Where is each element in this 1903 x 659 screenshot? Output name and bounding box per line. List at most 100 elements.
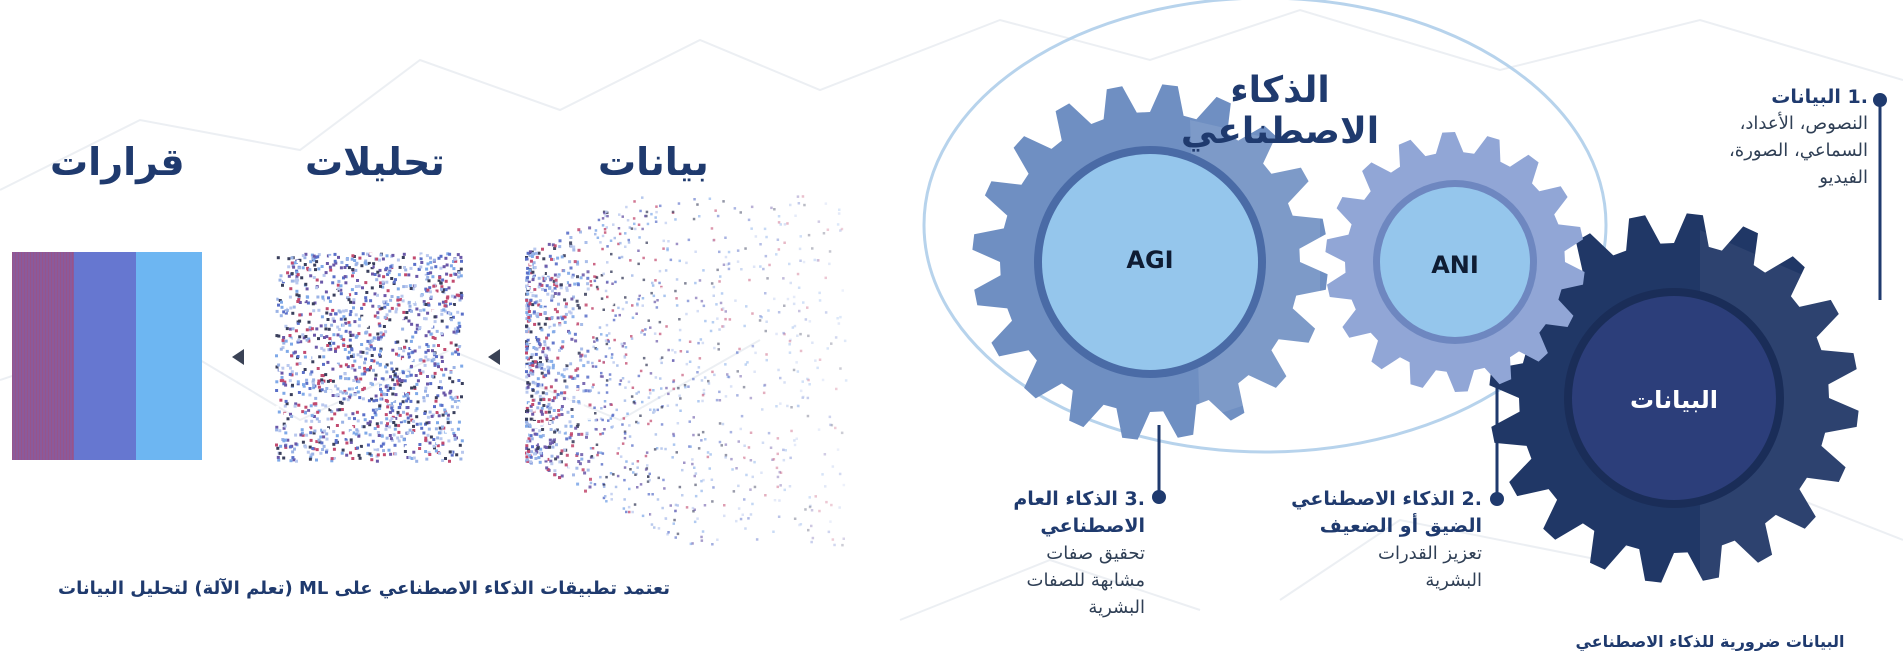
mosaic-pixel bbox=[737, 484, 740, 488]
mosaic-pixel bbox=[621, 215, 624, 218]
gear-data bbox=[1489, 213, 1860, 583]
mosaic-pixel bbox=[735, 519, 738, 523]
mosaic-pixel bbox=[286, 271, 290, 275]
mosaic-pixel bbox=[327, 348, 331, 352]
mosaic-pixel bbox=[282, 382, 286, 386]
mosaic-pixel bbox=[573, 332, 577, 336]
mosaic-pixel bbox=[667, 240, 670, 243]
mosaic-pixel bbox=[351, 333, 355, 337]
mosaic-pixel bbox=[428, 410, 432, 414]
mosaic-pixel bbox=[362, 261, 366, 265]
mosaic-pixel bbox=[322, 348, 326, 352]
mosaic-pixel bbox=[331, 367, 335, 371]
mosaic-pixel bbox=[371, 416, 375, 420]
mosaic-pixel bbox=[434, 396, 438, 400]
mosaic-pixel bbox=[551, 289, 554, 293]
mosaic-pixel bbox=[654, 258, 657, 262]
mosaic-pixel bbox=[601, 375, 604, 378]
mosaic-pixel bbox=[419, 309, 422, 313]
mosaic-pixel bbox=[754, 235, 758, 238]
mosaic-pixel bbox=[357, 324, 361, 328]
mosaic-pixel bbox=[291, 450, 295, 454]
mosaic-pixel bbox=[312, 254, 316, 258]
mosaic-pixel bbox=[687, 385, 690, 388]
mosaic-pixel bbox=[407, 352, 411, 356]
mosaic-pixel bbox=[605, 475, 608, 479]
mosaic-pixel bbox=[444, 300, 448, 303]
mosaic-pixel bbox=[452, 330, 456, 334]
mosaic-pixel bbox=[368, 423, 372, 427]
mosaic-pixel bbox=[335, 459, 339, 463]
mosaic-pixel bbox=[393, 375, 397, 379]
mosaic-pixel bbox=[535, 300, 539, 304]
mosaic-pixel bbox=[349, 334, 353, 337]
mosaic-pixel bbox=[544, 457, 548, 461]
mosaic-pixel bbox=[275, 443, 278, 447]
mosaic-pixel bbox=[441, 423, 445, 427]
mosaic-pixel bbox=[531, 294, 535, 298]
mosaic-pixel bbox=[402, 410, 405, 414]
mosaic-pixel bbox=[537, 251, 541, 255]
mosaic-pixel bbox=[729, 197, 732, 200]
mosaic-pixel bbox=[605, 391, 609, 394]
mosaic-pixel bbox=[600, 333, 603, 336]
mosaic-pixel bbox=[404, 316, 408, 320]
mosaic-pixel bbox=[824, 485, 827, 488]
mosaic-pixel bbox=[744, 363, 747, 366]
mosaic-pixel bbox=[399, 283, 403, 287]
mosaic-pixel bbox=[650, 523, 654, 526]
mosaic-pixel bbox=[840, 227, 844, 231]
mosaic-pixel bbox=[632, 315, 636, 318]
mosaic-pixel bbox=[380, 385, 384, 389]
mosaic-pixel bbox=[275, 334, 279, 338]
mosaic-pixel bbox=[439, 418, 443, 421]
mosaic-pixel bbox=[582, 389, 586, 393]
mosaic-pixel bbox=[377, 322, 381, 326]
mosaic-pixel bbox=[537, 401, 541, 405]
mosaic-pixel bbox=[638, 203, 641, 206]
mosaic-pixel bbox=[525, 420, 528, 424]
mosaic-pixel bbox=[550, 454, 554, 458]
mosaic-pixel bbox=[531, 372, 535, 376]
mosaic-pixel bbox=[571, 440, 575, 444]
mosaic-pixel bbox=[576, 322, 580, 326]
mosaic-pixel bbox=[543, 288, 547, 292]
mosaic-pixel bbox=[344, 438, 348, 441]
mosaic-pixel bbox=[457, 294, 461, 298]
mosaic-pixel bbox=[692, 377, 695, 381]
mosaic-pixel bbox=[294, 433, 298, 437]
gear-agi-hub bbox=[1042, 154, 1258, 370]
mosaic-pixel bbox=[325, 448, 329, 452]
mosaic-pixel bbox=[539, 326, 543, 330]
mosaic-pixel bbox=[350, 288, 354, 292]
mosaic-pixel bbox=[426, 394, 429, 398]
mosaic-pixel bbox=[295, 277, 298, 281]
mosaic-pixel bbox=[280, 305, 284, 309]
mosaic-pixel bbox=[288, 334, 292, 337]
mosaic-pixel bbox=[624, 296, 627, 299]
mosaic-pixel bbox=[321, 295, 325, 299]
mosaic-pixel bbox=[432, 357, 436, 361]
mosaic-pixel bbox=[602, 496, 606, 500]
mosaic-pixel bbox=[599, 475, 602, 479]
mosaic-pixel bbox=[715, 303, 718, 306]
mosaic-pixel bbox=[427, 451, 431, 455]
mosaic-pixel bbox=[672, 379, 676, 382]
mosaic-pixel bbox=[298, 319, 302, 323]
mosaic-pixel bbox=[708, 206, 712, 210]
mosaic-pixel bbox=[550, 420, 554, 424]
mosaic-pixel bbox=[417, 313, 421, 317]
mosaic-pixel bbox=[324, 373, 328, 377]
mosaic-pixel bbox=[802, 301, 805, 304]
mosaic-pixel bbox=[564, 289, 567, 293]
mosaic-pixel bbox=[719, 275, 722, 278]
mosaic-pixel bbox=[570, 415, 574, 418]
mosaic-pixel bbox=[347, 377, 351, 381]
mosaic-pixel bbox=[802, 260, 806, 264]
mosaic-pixel bbox=[401, 392, 405, 396]
mosaic-pixel bbox=[614, 314, 617, 317]
mosaic-pixel bbox=[290, 272, 294, 276]
mosaic-pixel bbox=[533, 416, 537, 420]
mosaic-pixel bbox=[638, 236, 641, 239]
mosaic-pixel bbox=[408, 308, 412, 312]
